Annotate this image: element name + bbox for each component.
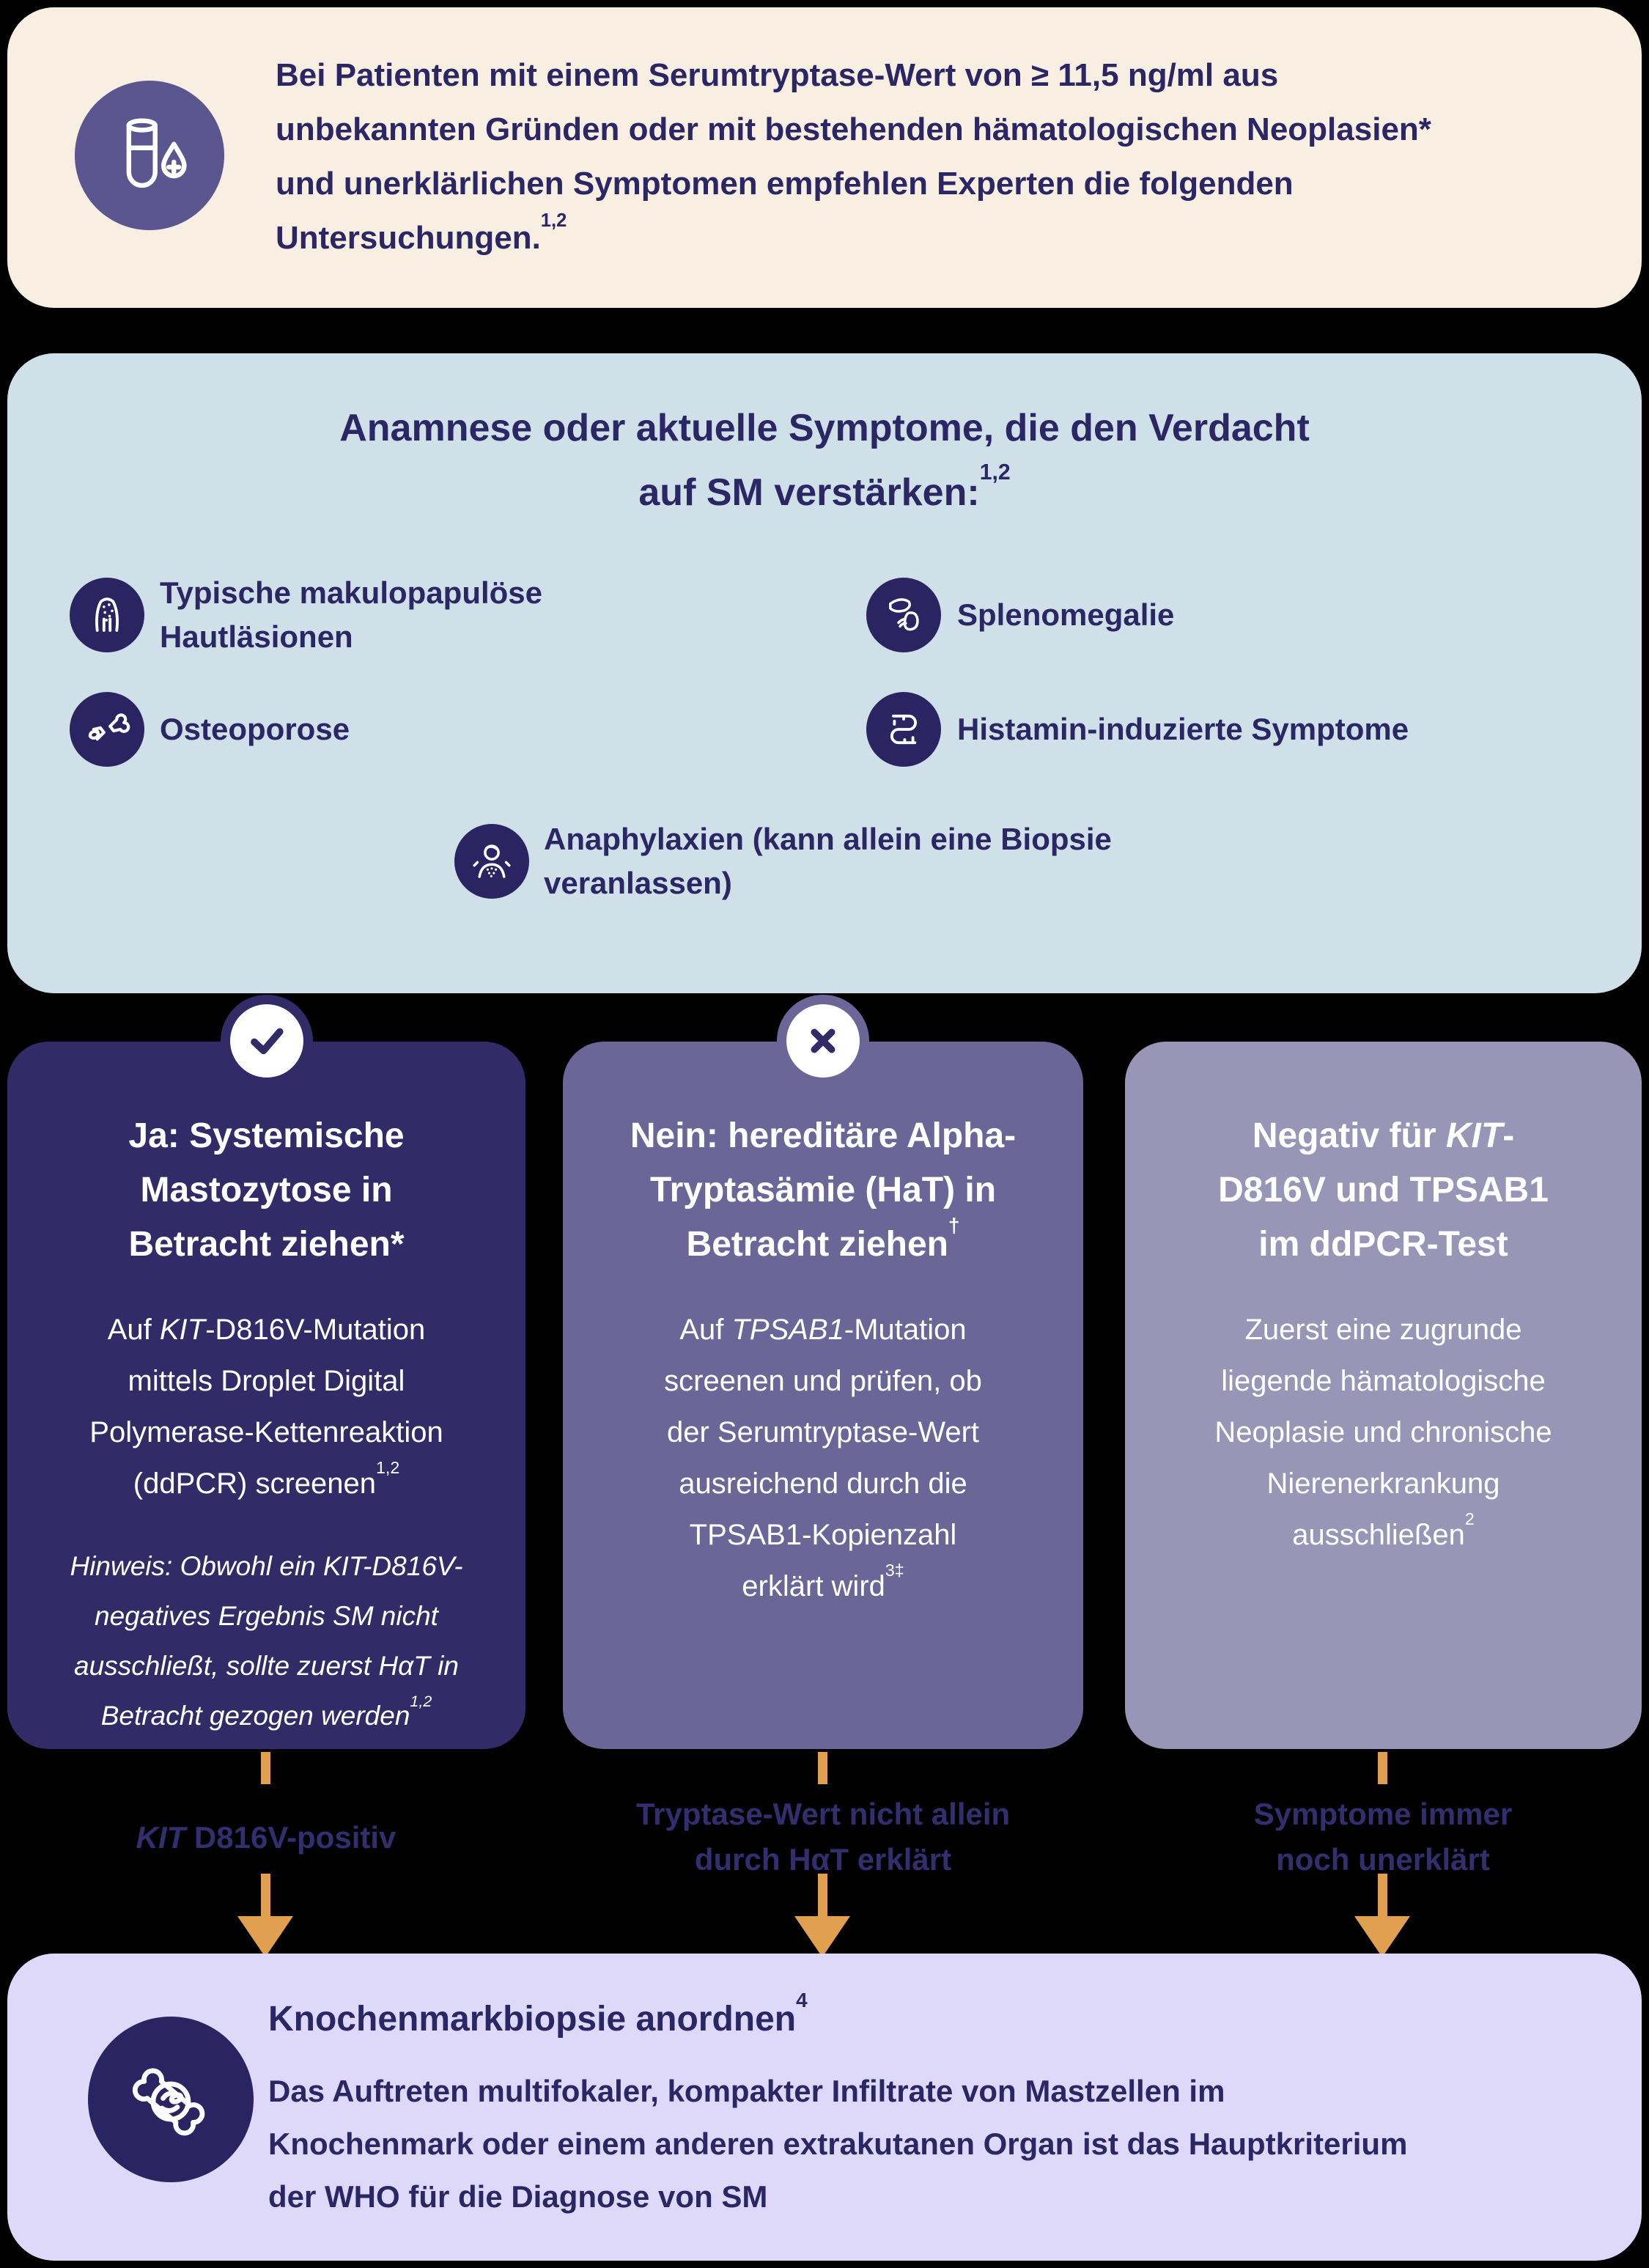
- connector-arrow: [1378, 1874, 1387, 1921]
- arrow-head: [1354, 1916, 1410, 1957]
- intro-text: Bei Patienten mit einem Serumtryptase-We…: [276, 57, 1431, 256]
- conclusion-panel: Knochenmarkbiopsie anordnen4 Das Auftret…: [7, 1954, 1642, 2261]
- skin-lesions-body-icon: [81, 589, 133, 641]
- column-consider-hat: Nein: hereditäre Alpha- Tryptasämie (HaT…: [563, 995, 1083, 1749]
- column-title: Nein: hereditäre Alpha- Tryptasämie (HaT…: [630, 1116, 1017, 1264]
- arrow-head: [794, 1916, 850, 1957]
- outcome-label: Tryptase-Wert nicht allein durch HαT erk…: [635, 1797, 1011, 1877]
- x-icon: [799, 1017, 847, 1065]
- symptom-icon-circle: [70, 578, 144, 652]
- broken-bone-icon: [81, 704, 133, 755]
- spleen-icon: [878, 589, 929, 641]
- column-negative-both: Negativ für KIT- D816V und TPSAB1 im ddP…: [1125, 1042, 1642, 1749]
- symptom-label: Osteoporose: [160, 712, 350, 746]
- suspicion-panel: Anamnese oder aktuelle Symptome, die den…: [7, 353, 1642, 993]
- arrow-head: [237, 1916, 293, 1957]
- anaphylaxis-person-icon: [466, 836, 517, 887]
- column-note: Hinweis: Obwohl ein KIT-D816V- negatives…: [70, 1551, 463, 1731]
- column-consider-sm: Ja: Systemische Mastozytose in Betracht …: [7, 995, 525, 1749]
- symptom-icon-circle: [454, 824, 529, 899]
- symptom-label: Splenomegalie: [957, 597, 1175, 632]
- symptom-label: Anaphylaxien (kann allein eine Biopsie v…: [544, 822, 1112, 900]
- symptom-label: Histamin-induzierte Symptome: [957, 712, 1409, 746]
- symptom-icon-circle: [866, 578, 941, 652]
- intro-icon-circle: [75, 81, 224, 230]
- conclusion-icon-circle: [88, 2017, 254, 2182]
- intro-panel: Bei Patienten mit einem Serumtryptase-We…: [7, 7, 1642, 308]
- outcome-label: Symptome immer noch unerklärt: [1253, 1797, 1513, 1877]
- symptom-icon-circle: [70, 692, 144, 767]
- connector-stub: [818, 1752, 827, 1784]
- column-body: Zuerst eine zugrunde liegende hämatologi…: [1214, 1314, 1552, 1551]
- connector-arrow: [261, 1874, 270, 1921]
- column-title: Ja: Systemische Mastozytose in Betracht …: [128, 1116, 405, 1264]
- intestine-icon: [878, 704, 929, 755]
- conclusion-body: Das Auftreten multifokaler, kompakter In…: [268, 2074, 1408, 2214]
- suspicion-heading: Anamnese oder aktuelle Symptome, die den…: [339, 407, 1310, 514]
- connector-stub: [1378, 1752, 1387, 1784]
- outcome-label: KIT D816V-positiv: [136, 1820, 396, 1855]
- connector-stub: [261, 1752, 270, 1784]
- column-body: Auf TPSAB1-Mutation screenen und prüfen,…: [664, 1314, 982, 1602]
- test-tube-icon: [103, 108, 196, 202]
- column-title: Negativ für KIT- D816V und TPSAB1 im ddP…: [1218, 1116, 1549, 1264]
- symptom-icon-circle: [866, 692, 941, 767]
- bone-biopsy-icon: [116, 2044, 226, 2154]
- check-badge: [220, 995, 313, 1087]
- symptom-label: Typische makulopapulöse Hautläsionen: [160, 575, 543, 654]
- conclusion-title: Knochenmarkbiopsie anordnen4: [268, 1988, 808, 2039]
- connector-arrow: [818, 1874, 827, 1921]
- x-badge: [777, 995, 869, 1087]
- column-body: Auf KIT-D816V-Mutation mittels Droplet D…: [89, 1314, 443, 1500]
- check-icon: [240, 1014, 294, 1068]
